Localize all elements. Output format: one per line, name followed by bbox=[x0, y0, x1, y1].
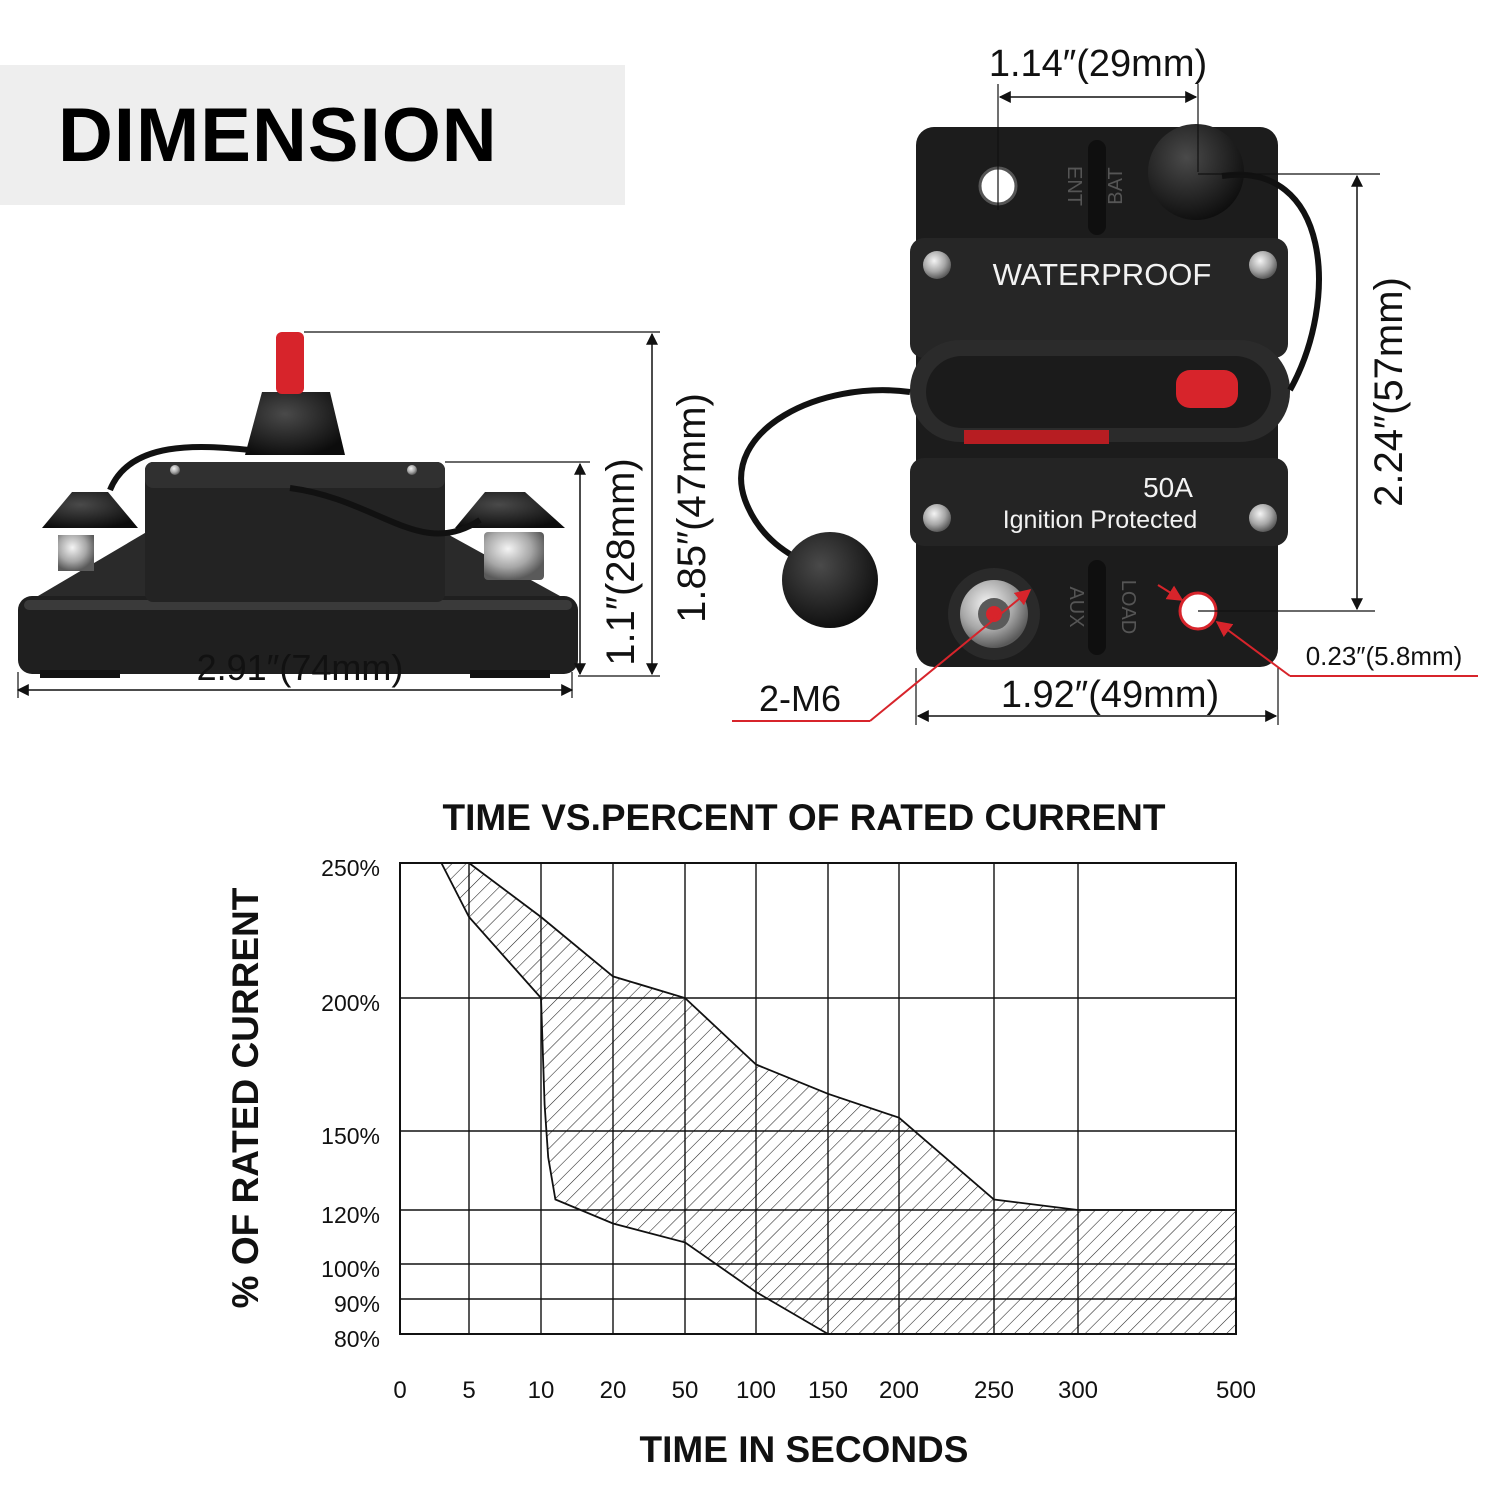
x-tick-label: 100 bbox=[736, 1377, 776, 1404]
bat-label: BAT bbox=[1105, 167, 1127, 204]
stud-label: 2-M6 bbox=[759, 678, 841, 719]
stud-leader-line bbox=[869, 588, 1032, 722]
ignition-protected-label: Ignition Protected bbox=[1003, 506, 1198, 534]
y-tick-label: 100% bbox=[321, 1256, 380, 1282]
terminal-cap-left bbox=[782, 532, 878, 628]
y-tick-label: 120% bbox=[321, 1202, 380, 1228]
x-tick-label: 150 bbox=[808, 1377, 848, 1404]
screw-top-right bbox=[1249, 251, 1277, 279]
right-stud-nut bbox=[484, 532, 544, 580]
hole-diameter-leader bbox=[1157, 584, 1184, 601]
hole-spacing-label: 1.14″(29mm) bbox=[989, 43, 1207, 85]
x-tick-label: 50 bbox=[672, 1377, 699, 1404]
x-tick-label: 200 bbox=[879, 1377, 919, 1404]
chart-x-axis-label: TIME IN SECONDS bbox=[640, 1429, 969, 1470]
ent-label: ENT bbox=[1063, 166, 1085, 206]
chart-y-axis-label: % OF RATED CURRENT bbox=[225, 887, 266, 1308]
x-tick-label: 5 bbox=[462, 1377, 475, 1404]
front-dimensions: 1.14″(29mm) 2.24″(57mm) 1.92″(49mm) 2-M6… bbox=[732, 43, 1478, 725]
upper-panel bbox=[910, 238, 1288, 358]
right-terminal-cap bbox=[455, 492, 565, 528]
x-tick-label: 10 bbox=[528, 1377, 555, 1404]
trip-curve-chart: TIME VS.PERCENT OF RATED CURRENT TIME IN… bbox=[225, 797, 1256, 1470]
left-terminal-cap bbox=[42, 492, 138, 528]
max-trip-curve bbox=[468, 862, 1236, 1211]
chart-frame bbox=[399, 862, 1237, 1335]
terminal-cap-top bbox=[1148, 124, 1244, 220]
cable-left bbox=[738, 387, 911, 568]
x-tick-label: 20 bbox=[600, 1377, 627, 1404]
left-stud-nut bbox=[58, 535, 94, 571]
screw-top-left bbox=[923, 251, 951, 279]
waterproof-label: WATERPROOF bbox=[993, 257, 1212, 292]
x-tick-label: 250 bbox=[974, 1377, 1014, 1404]
x-tick-label: 500 bbox=[1216, 1377, 1256, 1404]
rating-label: 50A bbox=[1143, 472, 1193, 503]
load-label: LOAD bbox=[1117, 580, 1139, 634]
min-trip-curve bbox=[440, 862, 829, 1335]
reset-knob bbox=[245, 392, 345, 455]
side-width-label: 2.91″(74mm) bbox=[197, 647, 404, 688]
front-view-breaker: ENT BAT WATERPROOF 50A Ignition Protecte… bbox=[738, 124, 1322, 667]
y-tick-label: 250% bbox=[321, 855, 380, 881]
y-tick-label: 200% bbox=[321, 990, 380, 1016]
side-height-body-label: 1.1″(28mm) bbox=[599, 458, 643, 666]
side-base-plate bbox=[18, 596, 578, 674]
cable-right bbox=[1221, 171, 1322, 392]
page-title: DIMENSION bbox=[58, 93, 498, 178]
y-tick-label: 80% bbox=[334, 1326, 380, 1352]
reset-button-red bbox=[276, 332, 304, 394]
chart-title: TIME VS.PERCENT OF RATED CURRENT bbox=[443, 797, 1166, 838]
y-tick-label: 90% bbox=[334, 1291, 380, 1317]
lower-panel bbox=[910, 458, 1288, 546]
screw-bottom-right bbox=[1249, 504, 1277, 532]
y-tick-label: 150% bbox=[321, 1123, 380, 1149]
side-height-total-label: 1.85″(47mm) bbox=[670, 393, 714, 623]
aux-label: AUX bbox=[1065, 586, 1087, 627]
screw-bottom-left bbox=[923, 504, 951, 532]
front-height-label: 2.24″(57mm) bbox=[1367, 277, 1411, 507]
trip-indicator-bar bbox=[964, 430, 1109, 444]
header-band bbox=[0, 65, 625, 205]
x-tick-label: 300 bbox=[1058, 1377, 1098, 1404]
trip-band-area bbox=[441, 863, 1236, 1334]
front-width-label: 1.92″(49mm) bbox=[1001, 674, 1219, 716]
reset-indicator-red bbox=[1176, 370, 1238, 408]
side-view-breaker bbox=[18, 332, 578, 678]
side-dimensions: 2.91″(74mm) 1.85″(47mm) 1.1″(28mm) bbox=[16, 331, 714, 698]
side-body bbox=[145, 462, 445, 602]
x-tick-label: 0 bbox=[393, 1377, 406, 1404]
hole-diameter-label: 0.23″(5.8mm) bbox=[1306, 641, 1463, 671]
